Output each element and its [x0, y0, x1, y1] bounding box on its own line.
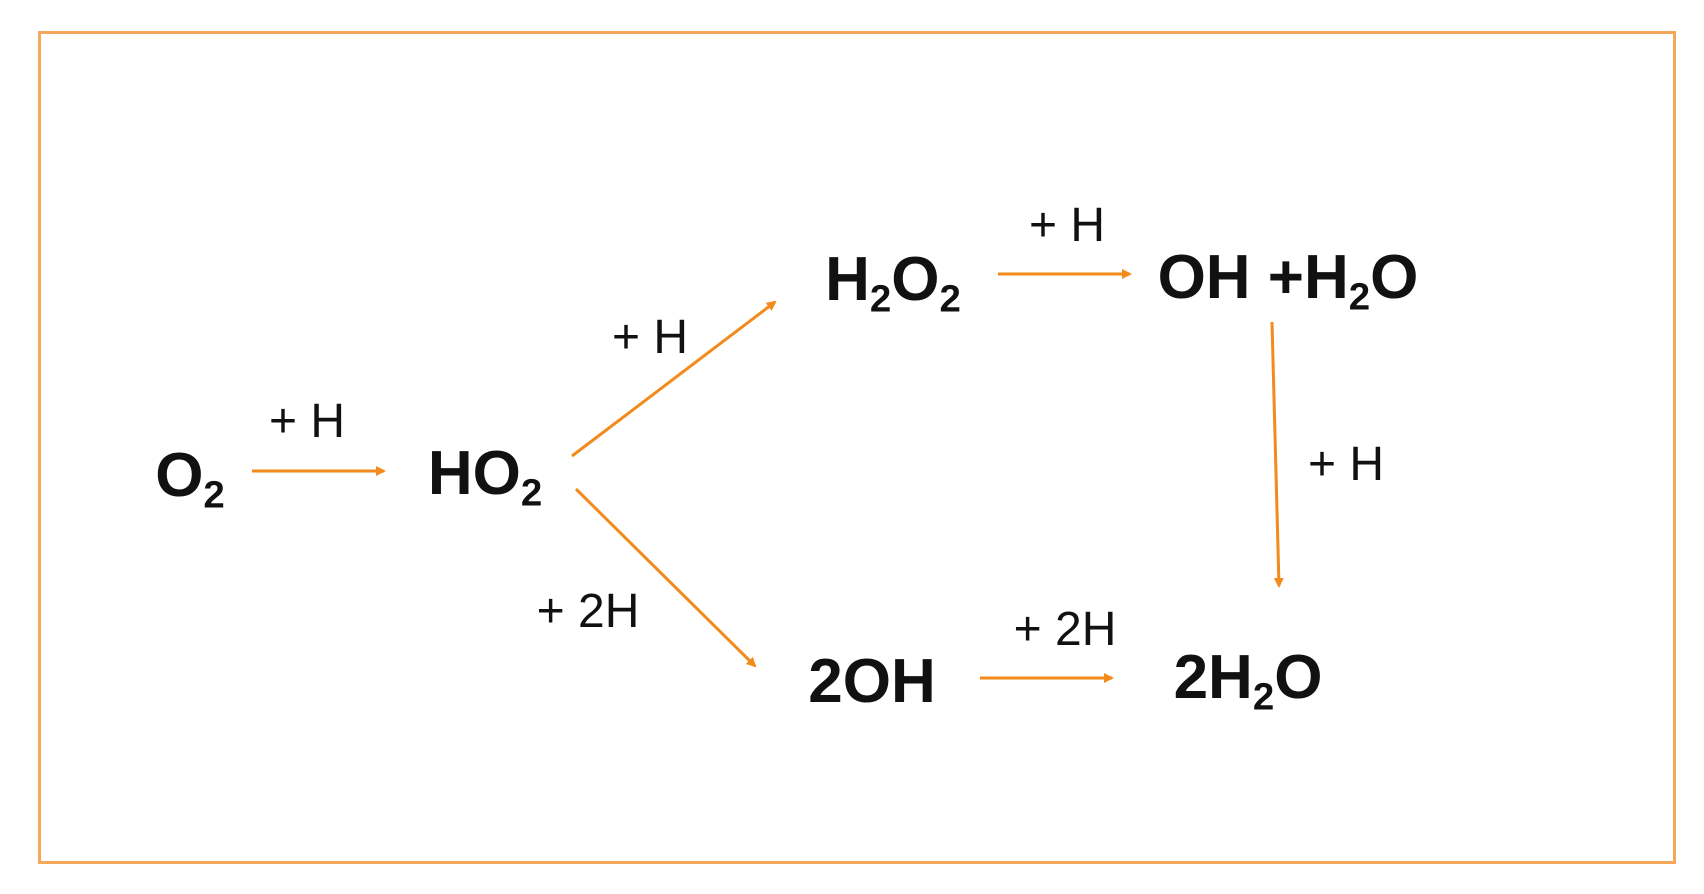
species-2oh: 2OH — [808, 647, 936, 716]
arrow-ho2-to-2oh — [574, 487, 757, 668]
species-2h2o: 2H2O — [1173, 643, 1323, 719]
arrow-ho2-to-h2o2 — [571, 300, 777, 458]
reagent-label-2oh-to-2h2o: + 2H — [1013, 603, 1117, 656]
species-h2o2: H2O2 — [825, 245, 961, 321]
species-oh-plus-h2o: OH +H2O — [1157, 243, 1419, 319]
arrow-ohh2o-to-2h2o — [1270, 321, 1284, 588]
reagent-label-h2o2-to-ohh2o: + H — [1028, 199, 1106, 252]
reagent-label-ho2-to-h2o2: + H — [611, 311, 689, 364]
reagent-label-ohh2o-to-2h2o: + H — [1307, 438, 1385, 491]
reagent-label-o2-to-ho2: + H — [268, 395, 346, 448]
reagent-label-ho2-to-2oh: + 2H — [536, 585, 640, 638]
species-o2: O2 — [155, 441, 225, 517]
diagram-frame — [38, 31, 1676, 864]
species-ho2: HO2 — [427, 439, 543, 515]
